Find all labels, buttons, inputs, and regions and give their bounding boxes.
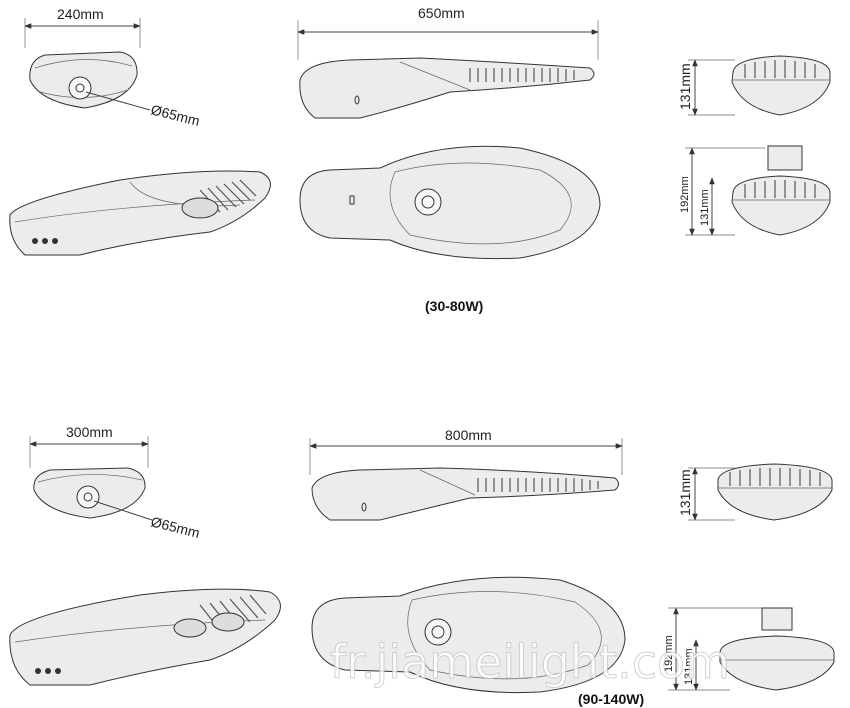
bottom-front-view: 300mm Ø65mm <box>29 424 201 541</box>
bottom-profile-fins <box>729 468 821 486</box>
bottom-total-height-label: 192mm <box>663 635 675 672</box>
top-bottom-view <box>299 145 601 260</box>
bottom-length-label: 800mm <box>445 427 492 443</box>
bottom-side-fins <box>477 478 599 492</box>
bottom-mounted-profile: 192mm 131mm <box>663 607 835 691</box>
top-inner-height-label: 131mm <box>699 189 711 226</box>
top-mounted-fins <box>744 180 816 198</box>
top-perspective-view <box>9 170 271 256</box>
top-mounted-profile: 192mm 131mm <box>679 145 831 236</box>
top-profile-view: 131mm <box>677 55 831 116</box>
top-width-label: 240mm <box>57 6 104 22</box>
watermark: fr.jiameilight.com <box>330 635 730 689</box>
top-front-pole-socket <box>68 76 92 100</box>
bottom-front-pole-socket <box>76 485 100 509</box>
bottom-height-label: 131mm <box>677 469 693 516</box>
top-total-height-label: 192mm <box>679 176 691 213</box>
top-wattage-label: (30-80W) <box>425 298 483 314</box>
bottom-bottom-view <box>311 576 626 694</box>
bottom-group: 300mm Ø65mm 800mm <box>9 424 835 707</box>
top-length-label: 650mm <box>418 5 465 21</box>
bottom-bottom-socket <box>424 618 452 646</box>
bottom-diameter-label: Ø65mm <box>149 513 201 541</box>
bottom-perspective-view <box>9 588 281 686</box>
top-profile-fins <box>744 60 816 78</box>
top-diameter-label: Ø65mm <box>149 101 201 129</box>
bottom-width-label: 300mm <box>66 424 113 440</box>
bottom-inner-height-label: 131mm <box>683 648 695 685</box>
top-bottom-socket <box>414 188 442 216</box>
top-group: 240mm Ø65mm 650mm <box>9 5 831 314</box>
bottom-side-view: 800mm <box>309 427 623 521</box>
bottom-wattage-label: (90-140W) <box>578 691 644 707</box>
top-side-fins <box>469 68 575 82</box>
top-side-view: 650mm <box>297 5 599 119</box>
bottom-profile-view: 131mm <box>677 463 833 521</box>
top-height-label: 131mm <box>677 63 693 110</box>
top-front-view: 240mm Ø65mm <box>24 6 201 129</box>
